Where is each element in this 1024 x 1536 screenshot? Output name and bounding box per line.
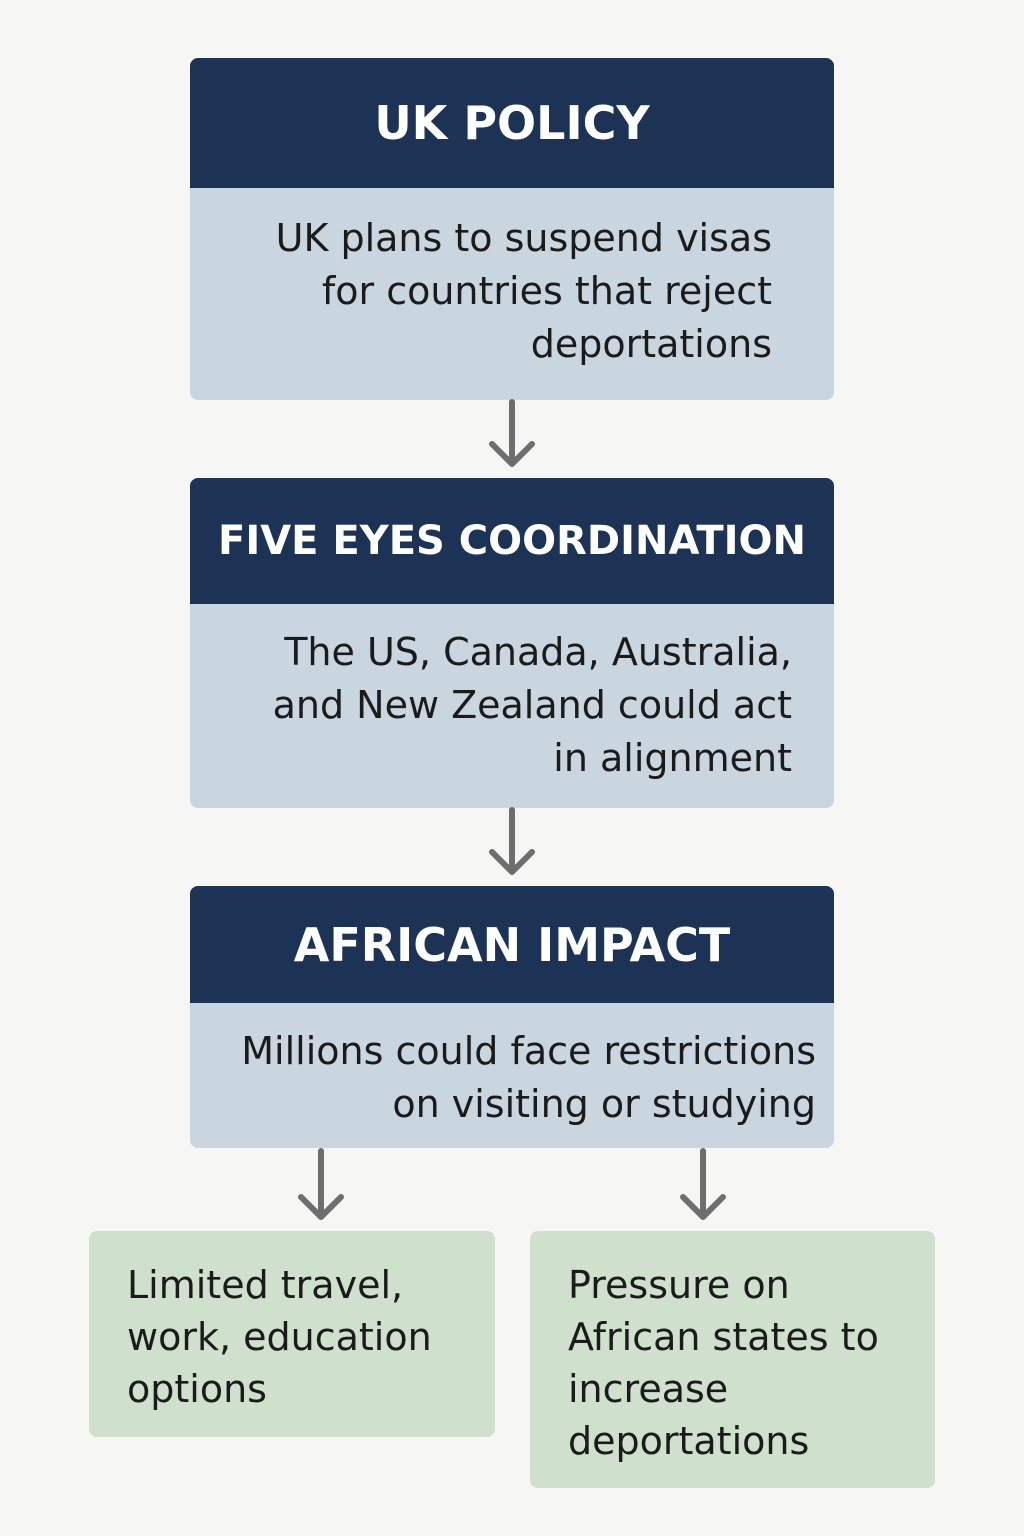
african-impact-title: AFRICAN IMPACT bbox=[190, 886, 834, 1003]
african-impact-description: Millions could face restrictions on visi… bbox=[190, 1003, 834, 1148]
uk-policy-description: UK plans to suspend visas for countries … bbox=[190, 188, 834, 400]
five-eyes-description: The US, Canada, Australia, and New Zeala… bbox=[190, 604, 834, 808]
african-impact-box: AFRICAN IMPACT Millions could face restr… bbox=[190, 886, 834, 1148]
five-eyes-box: FIVE EYES COORDINATION The US, Canada, A… bbox=[190, 478, 834, 808]
outcome-limited-options: Limited travel, work, education options bbox=[89, 1231, 495, 1437]
uk-policy-title: UK POLICY bbox=[190, 58, 834, 188]
arrow-down-icon bbox=[489, 399, 535, 467]
arrow-down-icon bbox=[680, 1148, 726, 1220]
arrow-down-icon bbox=[489, 807, 535, 875]
uk-policy-box: UK POLICY UK plans to suspend visas for … bbox=[190, 58, 834, 400]
five-eyes-title: FIVE EYES COORDINATION bbox=[190, 478, 834, 604]
outcome-deportation-pressure: Pressure on African states to increase d… bbox=[530, 1231, 935, 1488]
arrow-down-icon bbox=[298, 1148, 344, 1220]
